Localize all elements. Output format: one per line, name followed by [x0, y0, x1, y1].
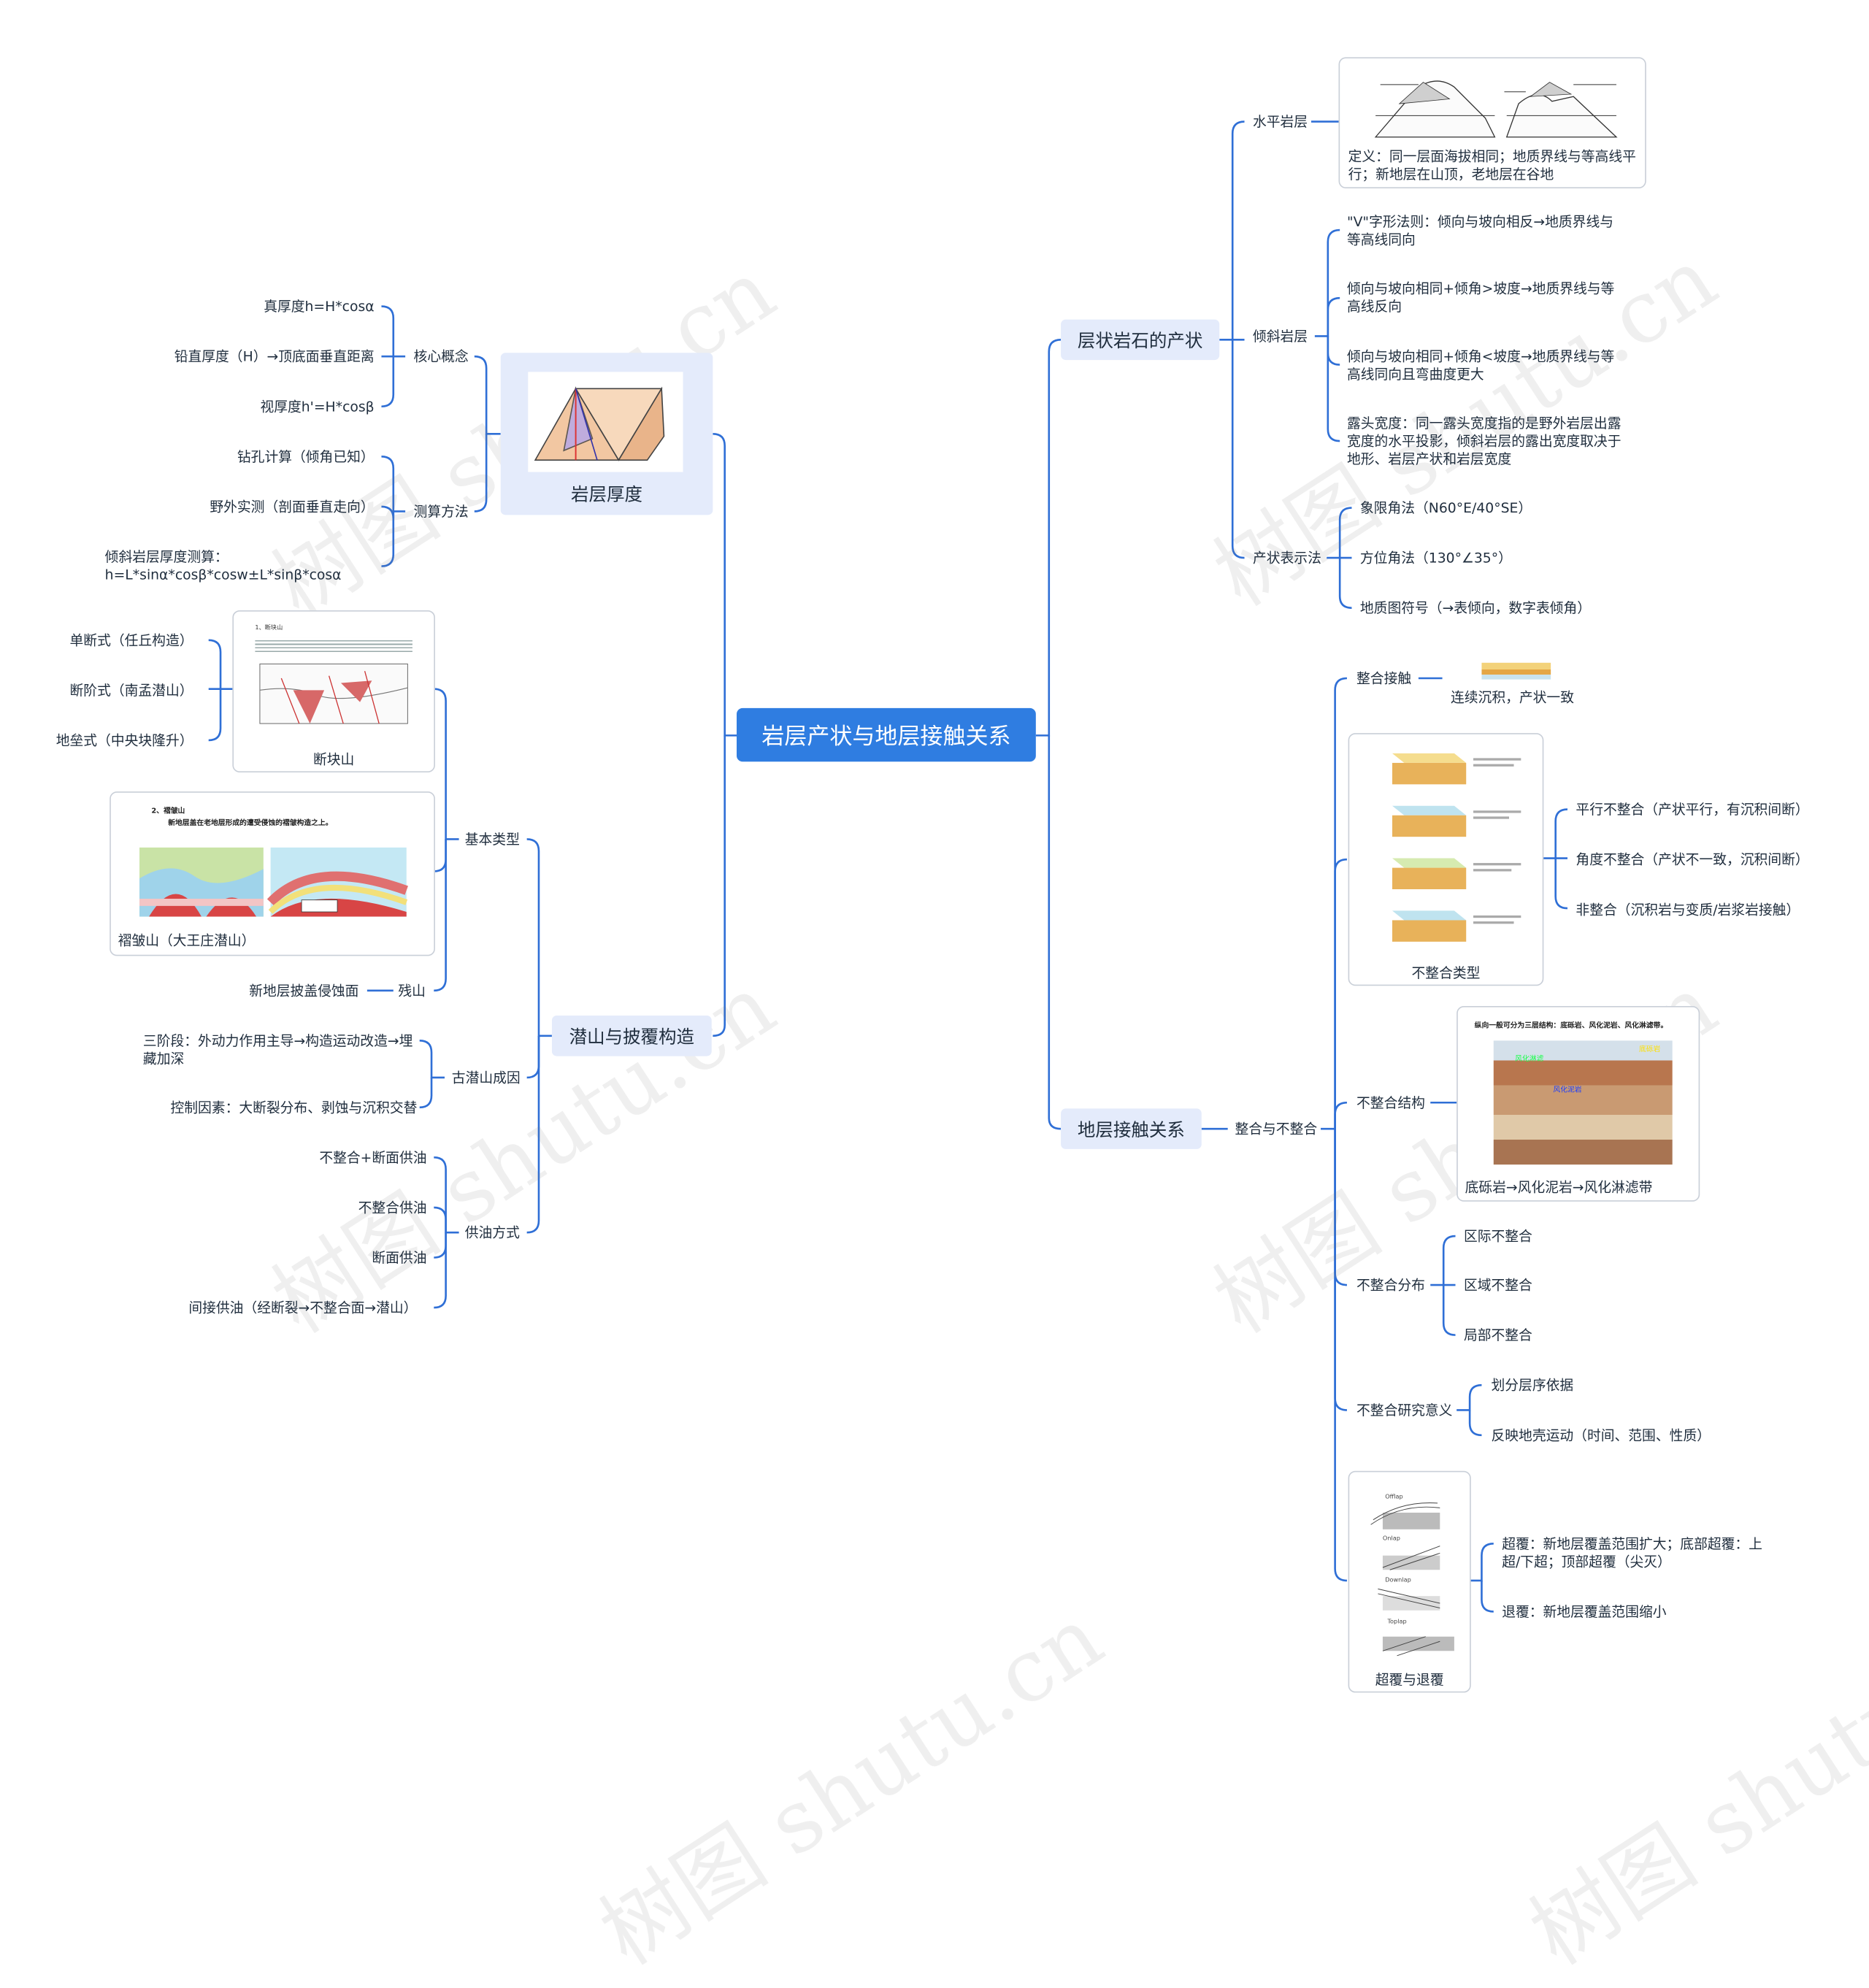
- conformable-image: [1481, 662, 1551, 680]
- notation-label[interactable]: 产状表示法: [1252, 549, 1321, 567]
- basic-types-label[interactable]: 基本类型: [464, 830, 520, 848]
- method-item[interactable]: 倾斜岩层厚度测算：h=L*sinα*cosβ*cosw±L*sinβ*cosα: [104, 548, 342, 583]
- oil-supply-item[interactable]: 不整合+断面供油: [319, 1148, 427, 1166]
- lap-diagram-label: Downlap: [1385, 1577, 1411, 1584]
- oil-supply-item[interactable]: 断面供油: [372, 1249, 427, 1266]
- fault-block-card[interactable]: 1、断块山 断块山: [232, 610, 435, 772]
- node-attitude[interactable]: 层状岩石的产状: [1061, 319, 1220, 361]
- distribution-item[interactable]: 区域不整合: [1463, 1276, 1532, 1294]
- method-item[interactable]: 野外实测（剖面垂直走向）: [210, 498, 375, 515]
- inclined-item[interactable]: 露头宽度：同一露头宽度指的是野外岩层出露宽度的水平投影，倾斜岩层的露出宽度取决于…: [1346, 415, 1622, 468]
- unconformity-types-caption: 不整合类型: [1411, 964, 1481, 981]
- node-contact[interactable]: 地层接触关系: [1061, 1108, 1202, 1149]
- lap-item[interactable]: 超覆：新地层覆盖范围扩大；底部超覆：上超/下超；顶部超覆（尖灭）: [1502, 1535, 1762, 1570]
- inclined-item[interactable]: 倾向与坡向相同+倾角<坡度→地质界线与等高线同向且弯曲度更大: [1346, 348, 1615, 383]
- photo-tag: 风化淋滤: [1515, 1054, 1544, 1064]
- connector-lines: [208, 120, 1568, 1613]
- lap-item[interactable]: 退覆：新地层覆盖范围缩小: [1502, 1603, 1667, 1620]
- node-thickness-title: 岩层厚度: [571, 483, 643, 506]
- unconformity-type-item[interactable]: 角度不整合（产状不一致，沉积间断）: [1576, 851, 1809, 868]
- conformable-desc[interactable]: 连续沉积，产状一致: [1450, 688, 1574, 706]
- origin-label[interactable]: 古潜山成因: [451, 1069, 521, 1086]
- core-item[interactable]: 视厚度h'=H*cosβ: [260, 398, 375, 415]
- origin-item[interactable]: 控制因素：大断裂分布、剥蚀与沉积交替: [170, 1099, 418, 1116]
- oil-supply-label[interactable]: 供油方式: [464, 1224, 520, 1241]
- unconformity-distribution-label[interactable]: 不整合分布: [1356, 1276, 1425, 1294]
- core-item[interactable]: 铅直厚度（H）→顶底面垂直距离: [174, 348, 375, 365]
- fault-type-item[interactable]: 地垒式（中央块隆升）: [55, 732, 193, 749]
- horizontal-strata-image: [1370, 68, 1627, 142]
- notation-item[interactable]: 象限角法（N60°E/40°SE）: [1359, 499, 1532, 516]
- unconformity-type-item[interactable]: 平行不整合（产状平行，有沉积间断）: [1576, 801, 1809, 818]
- lap-diagram-label: Onlap: [1382, 1535, 1400, 1543]
- fold-hill-image: 2、褶皱山 新地层盖在老地层形成的遭受侵蚀的褶皱构造之上。: [123, 802, 421, 926]
- fold-card-heading: 2、褶皱山: [151, 807, 185, 815]
- structure-photo-caption: 纵向一般可分为三层结构：底砾岩、风化泥岩、风化淋滤带。: [1474, 1021, 1668, 1030]
- inclined-item[interactable]: 倾向与坡向相同+倾角>坡度→地质界线与等高线反向: [1346, 280, 1615, 315]
- unconformity-types-image: [1356, 743, 1535, 959]
- horizontal-strata-label[interactable]: 水平岩层: [1252, 113, 1308, 130]
- significance-label[interactable]: 不整合研究意义: [1356, 1402, 1453, 1419]
- thickness-diagram: [528, 372, 683, 472]
- unconformity-type-item[interactable]: 非整合（沉积岩与变质/岩浆岩接触）: [1576, 901, 1800, 918]
- node-thickness[interactable]: 岩层厚度: [500, 353, 713, 515]
- unconformity-structure-label[interactable]: 不整合结构: [1356, 1094, 1425, 1111]
- conformable-label[interactable]: 整合接触: [1356, 669, 1412, 687]
- onlap-offlap-caption: 超覆与退覆: [1375, 1671, 1444, 1688]
- measure-method-label[interactable]: 测算方法: [413, 502, 469, 520]
- horizontal-strata-definition: 定义：同一层面海拔相同；地质界线与等高线平行；新地层在山顶，老地层在谷地: [1348, 147, 1636, 183]
- photo-tag: 底砾岩: [1638, 1045, 1661, 1054]
- unconformity-structure-photo: 风化淋滤 底砾岩 风化泥岩: [1493, 1040, 1673, 1165]
- residual-hill-label[interactable]: 残山: [398, 982, 426, 999]
- unconformity-structure-card[interactable]: 纵向一般可分为三层结构：底砾岩、风化泥岩、风化淋滤带。 风化淋滤 底砾岩 风化泥…: [1457, 1005, 1700, 1202]
- method-item[interactable]: 钻孔计算（倾角已知）: [237, 448, 375, 465]
- origin-item[interactable]: 三阶段：外动力作用主导→构造运动改造→埋藏加深: [142, 1032, 413, 1067]
- inclined-item[interactable]: "V"字形法则：倾向与坡向相反→地质界线与等高线同向: [1346, 213, 1614, 248]
- onlap-offlap-image: Offlap Onlap Downlap Toplap: [1354, 1479, 1465, 1659]
- core-item[interactable]: 真厚度h=H*cosα: [264, 298, 375, 315]
- onlap-offlap-card[interactable]: Offlap Onlap Downlap Toplap 超覆与退覆: [1348, 1470, 1471, 1693]
- unconformity-types-card[interactable]: 不整合类型: [1348, 733, 1544, 986]
- lap-diagram-label: Toplap: [1387, 1619, 1407, 1627]
- inclined-strata-label[interactable]: 倾斜岩层: [1252, 327, 1308, 345]
- fold-hill-card[interactable]: 2、褶皱山 新地层盖在老地层形成的遭受侵蚀的褶皱构造之上。 褶皱山（大王庄潜山）: [110, 791, 435, 956]
- fault-block-image: 1、断块山: [245, 621, 422, 743]
- oil-supply-item[interactable]: 间接供油（经断裂→不整合面→潜山）: [188, 1299, 418, 1316]
- mind-map-canvas: 树图 shutu.cn 树图 shutu.cn 树图 shutu.cn 树图 s…: [55, 57, 1869, 1984]
- distribution-item[interactable]: 局部不整合: [1463, 1327, 1532, 1344]
- significance-item[interactable]: 划分层序依据: [1491, 1376, 1574, 1394]
- node-buried-hill[interactable]: 潜山与披覆构造: [551, 1016, 712, 1056]
- lap-diagram-label: Offlap: [1385, 1493, 1403, 1501]
- oil-supply-item[interactable]: 不整合供油: [358, 1199, 427, 1216]
- core-concept-label[interactable]: 核心概念: [413, 348, 469, 365]
- fold-hill-caption: 褶皱山（大王庄潜山）: [118, 932, 256, 949]
- fold-card-text: 新地层盖在老地层形成的遭受侵蚀的褶皱构造之上。: [168, 818, 333, 828]
- distribution-item[interactable]: 区际不整合: [1463, 1227, 1532, 1245]
- fault-type-item[interactable]: 断阶式（南孟潜山）: [69, 681, 193, 699]
- photo-tag: 风化泥岩: [1553, 1086, 1582, 1094]
- notation-item[interactable]: 地质图符号（→表倾向，数字表倾角）: [1359, 599, 1592, 617]
- fault-card-heading: 1、断块山: [255, 624, 283, 632]
- unconformity-structure-caption: 底砾岩→风化泥岩→风化淋滤带: [1465, 1178, 1653, 1196]
- root-node[interactable]: 岩层产状与地层接触关系: [737, 707, 1036, 762]
- fault-type-item[interactable]: 单断式（任丘构造）: [69, 632, 193, 649]
- notation-item[interactable]: 方位角法（130°∠35°）: [1359, 549, 1512, 567]
- horizontal-strata-card[interactable]: 定义：同一层面海拔相同；地质界线与等高线平行；新地层在山顶，老地层在谷地: [1338, 57, 1646, 188]
- significance-item[interactable]: 反映地壳运动（时间、范围、性质）: [1491, 1427, 1711, 1444]
- fault-block-caption: 断块山: [312, 751, 355, 768]
- residual-hill-item[interactable]: 新地层披盖侵蚀面: [249, 982, 359, 999]
- conformity-group-label[interactable]: 整合与不整合: [1235, 1120, 1318, 1137]
